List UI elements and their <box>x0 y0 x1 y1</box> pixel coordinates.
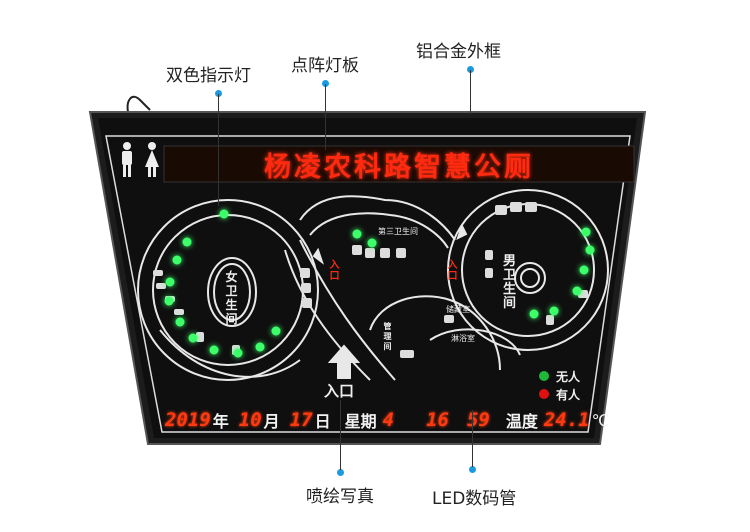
female-restroom-label: 女卫生间 <box>225 270 238 326</box>
legend-dot-occupied <box>539 389 549 399</box>
temperature-unit: ℃ <box>591 410 610 430</box>
month-value: 10 <box>238 409 262 431</box>
callout-line <box>340 400 341 470</box>
storage-room-label: 储藏室 <box>446 305 470 314</box>
weekday-value: 4 <box>382 409 395 431</box>
callout-line <box>472 410 473 467</box>
indicator-lights <box>164 209 595 358</box>
shower-room-label: 淋浴室 <box>451 334 475 343</box>
callout-line <box>470 70 471 114</box>
callout-dot <box>467 66 474 73</box>
minute-value: 59 <box>466 409 490 431</box>
month-unit: 月 <box>263 412 280 431</box>
callout-inkjet-print: 喷绘写真 <box>306 487 374 507</box>
weekday-label: 星期 <box>344 412 377 431</box>
day-value: 17 <box>289 409 313 431</box>
entrance-label-left: 入口 <box>329 260 340 282</box>
day-unit: 日 <box>314 412 331 431</box>
datetime-row: 2019 年 10 月 17 日 星期 4 16 59 温度 24.1 ℃ <box>165 408 610 432</box>
third-restroom-label: 第三卫生间 <box>378 227 418 236</box>
legend-occupied-label: 有人 <box>556 388 581 402</box>
legend-dot-vacant <box>539 371 549 381</box>
callout-dot <box>337 469 344 476</box>
male-restroom-label: 男卫生间 <box>503 254 517 311</box>
callout-bicolor-light: 双色指示灯 <box>166 66 251 86</box>
entrance-label-right: 入口 <box>447 260 458 282</box>
temperature-value: 24.1 <box>543 409 590 431</box>
hour-value: 16 <box>426 409 449 431</box>
callout-led-tube: LED数码管 <box>432 489 517 509</box>
callout-aluminum-frame: 铝合金外框 <box>416 42 501 62</box>
callout-dot <box>469 466 476 473</box>
restroom-people-icon <box>122 142 159 177</box>
callout-dot-matrix: 点阵灯板 <box>291 56 359 76</box>
year-unit: 年 <box>212 412 229 431</box>
floor-plan <box>137 189 609 381</box>
legend-vacant-label: 无人 <box>556 370 581 384</box>
callout-dot <box>215 90 222 97</box>
led-marquee: 杨凌农科路智慧公厕 <box>264 151 534 183</box>
callout-line <box>218 94 219 206</box>
year-value: 2019 <box>165 409 211 431</box>
callout-dot <box>322 80 329 87</box>
callout-line <box>325 84 326 150</box>
management-room-label: 管理间 <box>383 322 392 351</box>
main-entrance-label: 入口 <box>324 382 355 400</box>
temperature-label: 温度 <box>505 412 538 431</box>
